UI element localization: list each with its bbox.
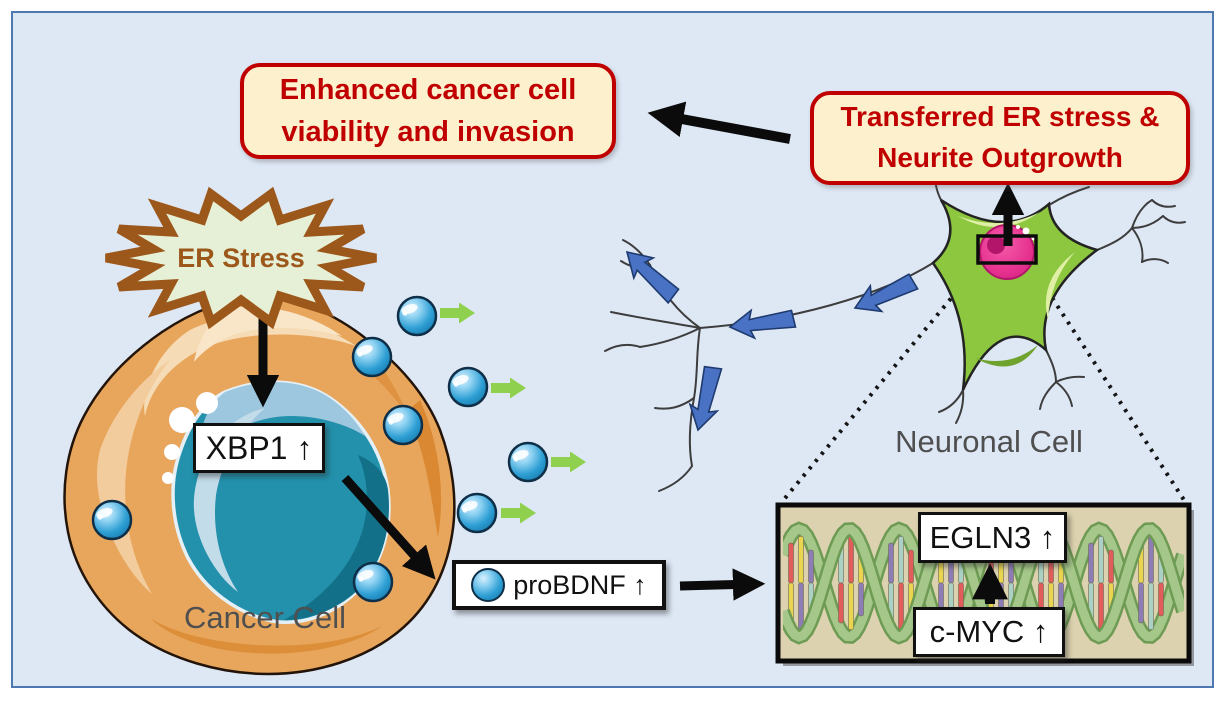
neuronal-cell-body [931, 198, 1100, 391]
callout-enhanced-viability: Enhanced cancer cell viability and invas… [240, 63, 616, 159]
magnification-dotted-lines [779, 282, 1188, 505]
neuronal-cell-label: Neuronal Cell [895, 424, 1083, 459]
probdnf-label: proBDNF ↑ [452, 560, 666, 610]
xbp1-label: XBP1 ↑ [193, 423, 325, 473]
callout-transferred-stress: Transferred ER stress & Neurite Outgrowt… [810, 91, 1190, 185]
vesicle-icon [471, 568, 506, 602]
cmyc-label: c-MYC ↑ [913, 607, 1065, 657]
callout-transferred-text: Transferred ER stress & Neurite Outgrowt… [840, 101, 1160, 173]
er-stress-label: ER Stress [177, 242, 305, 273]
secretion-bubbles [162, 392, 218, 484]
retrograde-transport-arrows [616, 241, 921, 435]
cancer-cell-label: Cancer Cell [184, 600, 346, 635]
arrow-transferred-to-enhanced [647, 101, 791, 144]
callout-enhanced-text: Enhanced cancer cell viability and invas… [279, 73, 577, 148]
secretion-arrows [440, 302, 586, 524]
arrow-xbp1-to-probdnf [341, 475, 436, 580]
arrow-probdnf-to-dna [679, 568, 766, 601]
er-stress-starburst [105, 186, 377, 330]
egln3-label: EGLN3 ↑ [918, 512, 1067, 563]
